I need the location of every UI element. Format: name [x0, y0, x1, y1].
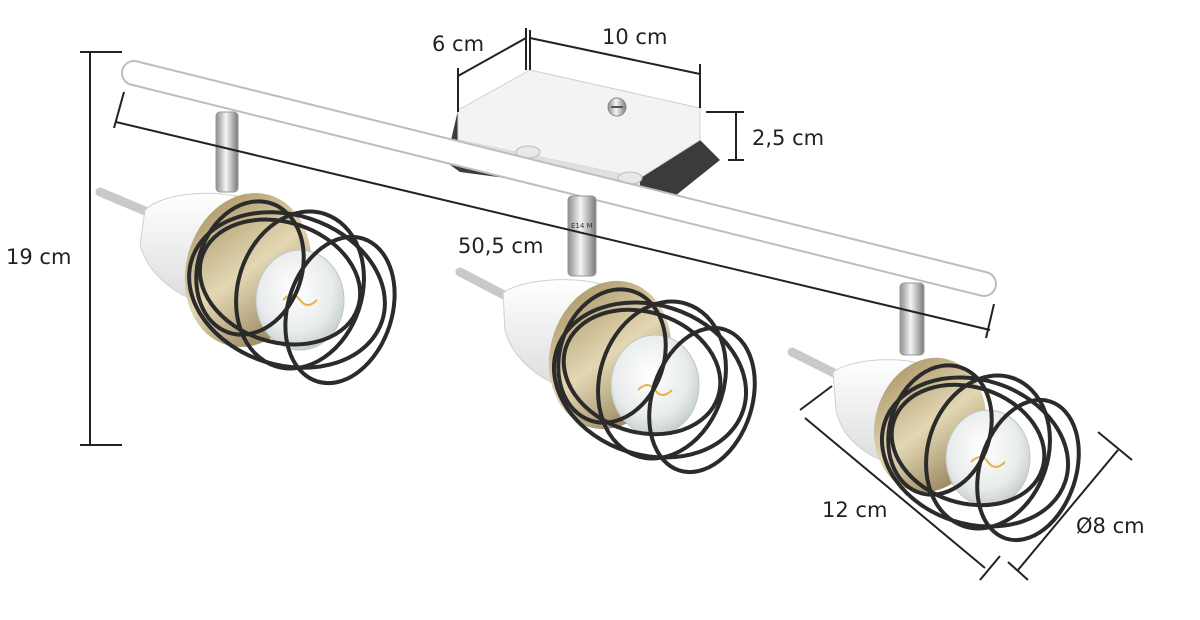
shade-diameter-label: Ø8 cm — [1076, 514, 1145, 538]
length-label: 50,5 cm — [458, 234, 544, 258]
height-label: 19 cm — [6, 245, 72, 269]
shade-diameter-dimension-line — [1017, 449, 1119, 571]
shade-length-dimension-line — [804, 417, 986, 569]
shade-length-label: 12 cm — [822, 498, 888, 522]
spotlight-right — [787, 282, 1081, 543]
base-height-label: 2,5 cm — [752, 126, 825, 150]
length-dimension-line — [115, 121, 991, 331]
dimension-lines — [80, 28, 1133, 581]
mounting-pins — [515, 145, 643, 185]
mounting-bar — [121, 60, 997, 297]
depth-dimension-line — [457, 37, 527, 77]
spotlight-center: E14 M — [455, 195, 757, 475]
width-label: 10 cm — [602, 25, 668, 49]
depth-label: 6 cm — [432, 32, 485, 56]
spotlight-left — [95, 111, 397, 386]
socket-marking-text: E14 M — [571, 222, 593, 230]
width-dimension-line — [529, 37, 701, 75]
